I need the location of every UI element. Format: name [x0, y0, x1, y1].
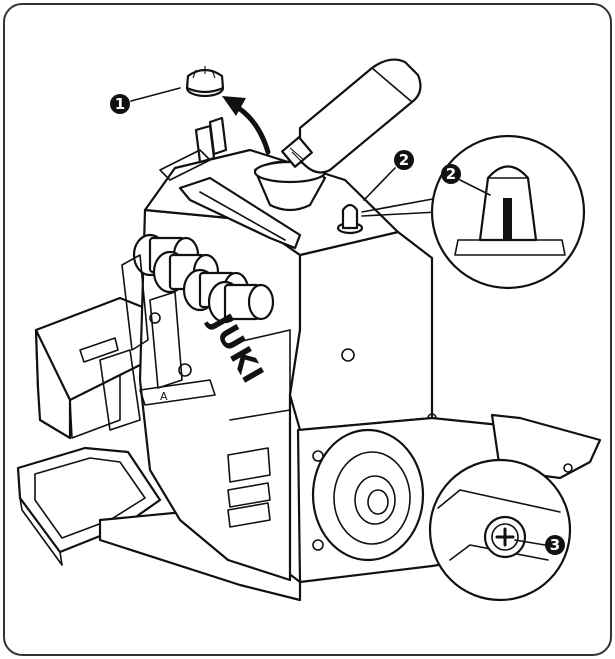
svg-text:1: 1	[115, 95, 125, 113]
zoom-gauge-detail	[430, 134, 586, 290]
foot-plate	[16, 446, 162, 566]
svg-text:2: 2	[446, 165, 456, 183]
machine-bed-left	[34, 296, 152, 440]
leader-line	[361, 197, 439, 213]
arrow-icon	[222, 96, 271, 155]
tension-dials	[132, 233, 275, 324]
leader-line	[361, 211, 439, 217]
top-handle	[178, 176, 302, 250]
callout-2-zoom: 2	[441, 164, 491, 196]
callout-2-machine: 2	[363, 150, 414, 201]
oil-cap	[185, 66, 225, 98]
svg-text:A: A	[160, 390, 168, 403]
svg-text:3: 3	[550, 536, 560, 554]
front-mechanism: A	[99, 254, 216, 431]
frame	[3, 3, 612, 656]
callout-3: 3	[514, 535, 565, 555]
oil-gauge	[336, 203, 364, 235]
svg-text:2: 2	[399, 151, 409, 169]
zoom-screw-detail	[428, 458, 572, 602]
oil-funnel	[253, 160, 327, 212]
thread-guide-posts	[159, 116, 228, 181]
oil-can	[281, 58, 422, 174]
callout-1: 1	[110, 87, 181, 114]
